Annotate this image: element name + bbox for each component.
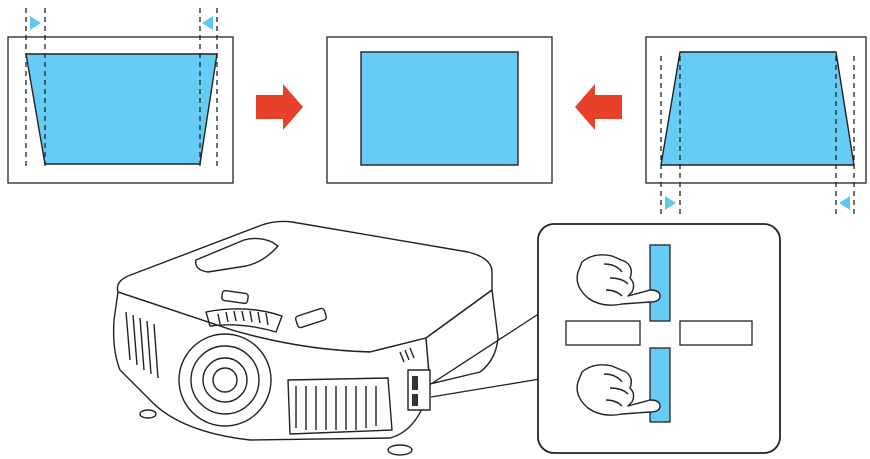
red-arrow-left-icon xyxy=(575,84,622,130)
cyan-triangle-marker-icon xyxy=(30,16,41,30)
projector-lens-glass xyxy=(202,357,248,403)
callout-pointer-upper xyxy=(430,312,541,385)
red-arrow-right-icon xyxy=(256,84,303,130)
projector-left-vent xyxy=(125,311,159,379)
projector-foot xyxy=(387,444,413,456)
projector-button xyxy=(221,289,249,305)
projector-button xyxy=(294,307,328,329)
horizontal-keystone-slider-upper xyxy=(649,244,671,322)
cyan-triangle-marker-icon xyxy=(665,196,676,210)
callout-left-button xyxy=(565,320,641,346)
right-panel xyxy=(645,36,867,214)
cyan-triangle-marker-icon xyxy=(202,16,213,30)
left-panel xyxy=(7,8,234,184)
projector-right-vent xyxy=(287,377,393,435)
center-corrected-shape xyxy=(360,51,519,166)
projector-dial xyxy=(205,308,283,333)
projector-lens-outer xyxy=(178,333,272,427)
callout-pointer-lower xyxy=(430,378,541,398)
left-keystone-shape xyxy=(25,53,218,165)
projector-illustration xyxy=(112,220,499,456)
hand-press-icon xyxy=(576,364,661,416)
hand-press-icon xyxy=(576,254,661,306)
projector-top-panel xyxy=(195,237,279,273)
projector-foot xyxy=(139,409,157,419)
cyan-triangle-marker-icon xyxy=(839,196,850,210)
projector-side xyxy=(425,289,499,385)
center-panel xyxy=(326,36,553,184)
projector-lens-ring xyxy=(190,345,260,415)
control-callout xyxy=(537,223,781,454)
callout-right-button xyxy=(679,320,753,346)
right-keystone-shape xyxy=(660,51,855,166)
projector-side-controls xyxy=(407,369,431,411)
